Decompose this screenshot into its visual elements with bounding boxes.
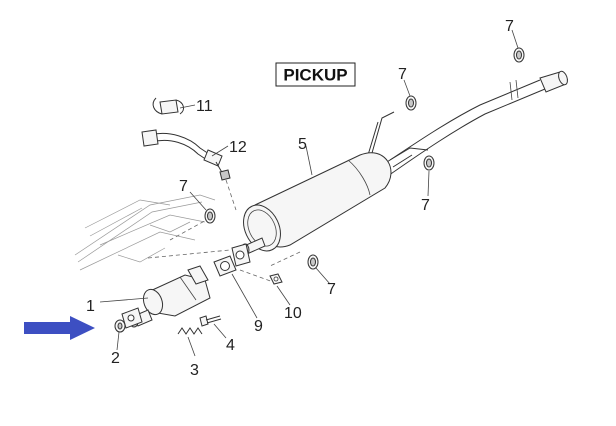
rubber-mount-group — [204, 47, 525, 270]
muffler-flange — [231, 243, 251, 267]
pickup-title-box: PICKUP — [275, 62, 356, 87]
callout-11: 11 — [196, 98, 213, 115]
callout-7-top-right: 7 — [505, 18, 514, 35]
callout-1: 1 — [86, 298, 95, 315]
rear-muffler — [240, 152, 392, 257]
callout-9: 9 — [254, 318, 263, 335]
catalytic-converter — [121, 265, 211, 329]
callout-7-lower: 7 — [327, 281, 336, 298]
callout-7-right: 7 — [421, 197, 430, 214]
rubber-mount — [204, 208, 216, 224]
front-nut — [114, 319, 126, 333]
alignment-lines — [147, 217, 301, 284]
indicator-arrow — [24, 316, 95, 340]
rubber-mount — [423, 155, 435, 171]
rubber-mount — [405, 95, 417, 111]
gasket — [213, 255, 237, 277]
tail-pipe — [364, 70, 568, 179]
bolt — [199, 315, 222, 327]
spring — [177, 327, 203, 335]
callout-2: 2 — [111, 350, 120, 367]
callout-12: 12 — [229, 139, 247, 156]
callout-10: 10 — [284, 305, 302, 322]
chassis-frame-outline — [74, 194, 216, 271]
arrow-icon — [24, 316, 95, 340]
leader-lines — [99, 29, 519, 357]
callout-4: 4 — [226, 337, 235, 354]
clip — [152, 97, 184, 115]
callout-labels: 1 2 3 4 5 7 7 7 7 7 9 10 11 12 — [86, 18, 514, 379]
rubber-mount — [513, 47, 525, 63]
callout-3: 3 — [190, 362, 199, 379]
nut — [269, 273, 283, 285]
callout-7-left: 7 — [179, 178, 188, 195]
callout-7-upper: 7 — [398, 66, 407, 83]
sensor-cable — [141, 129, 237, 211]
rubber-mount — [307, 254, 319, 270]
callout-5: 5 — [298, 136, 307, 153]
pickup-title: PICKUP — [283, 66, 347, 85]
